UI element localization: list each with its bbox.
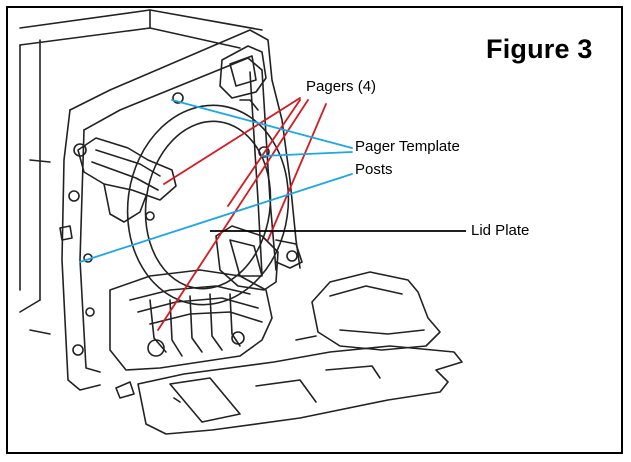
- label-pager-template: Pager Template: [355, 138, 460, 155]
- label-pagers: Pagers (4): [306, 78, 377, 95]
- figure-title: Figure 3: [486, 34, 593, 64]
- label-lid-plate: Lid Plate: [471, 222, 530, 239]
- template-posts-leader-lines: [79, 99, 353, 263]
- figure-frame: [6, 6, 623, 454]
- pagers-leader-lines: [157, 97, 327, 331]
- label-posts: Posts: [355, 161, 393, 178]
